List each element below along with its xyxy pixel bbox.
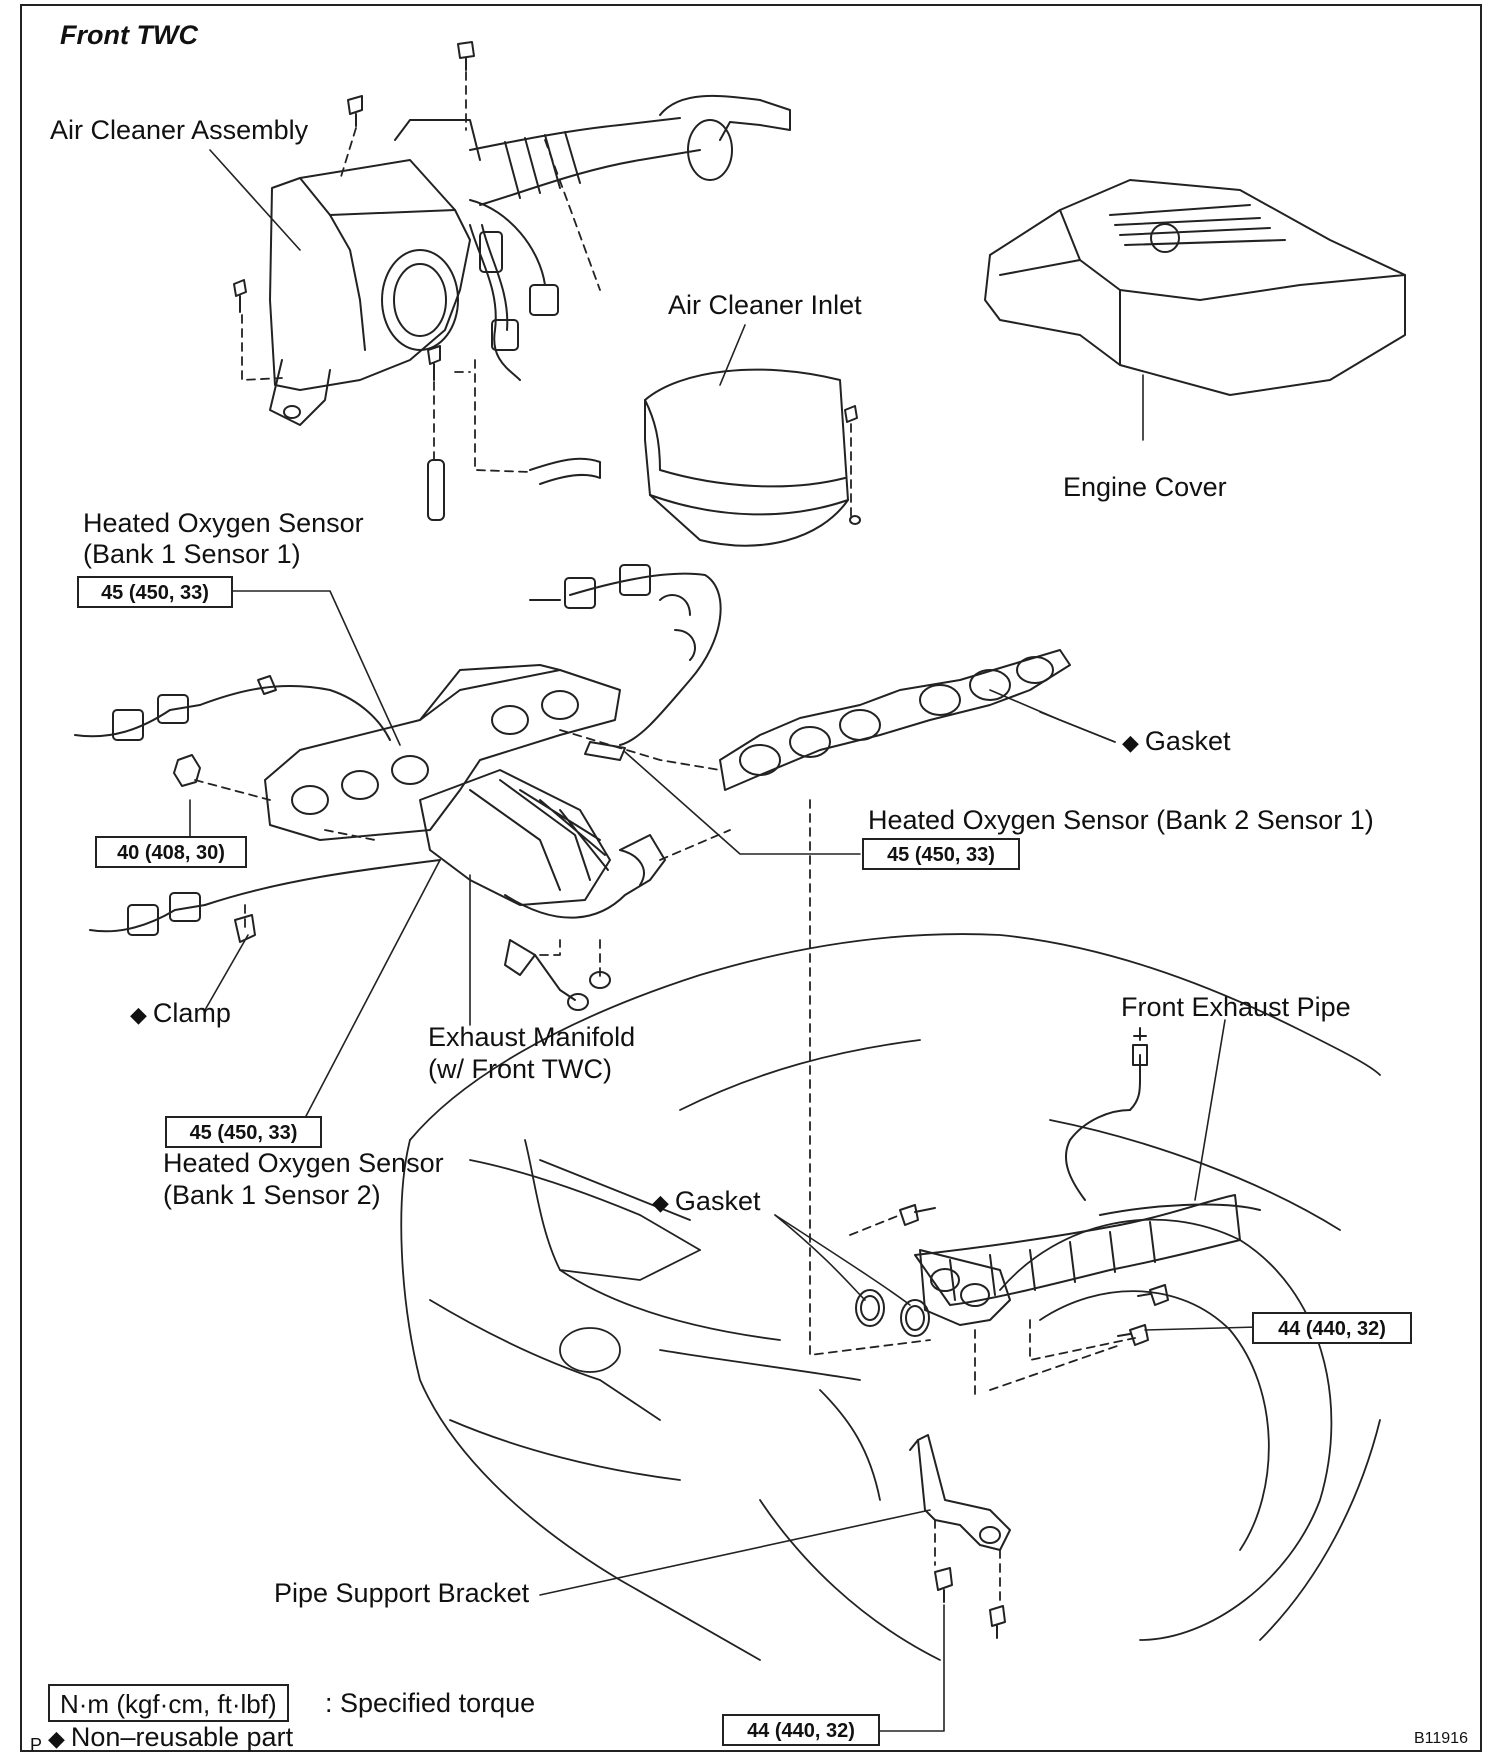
label-gasket-upper: ◆Gasket — [1122, 726, 1230, 758]
label-air-cleaner-inlet: Air Cleaner Inlet — [668, 290, 862, 320]
pipe-bolts-drawing — [899, 1204, 1169, 1346]
bank1-sensor1-wire — [74, 675, 391, 741]
label-front-exhaust-pipe: Front Exhaust Pipe — [1121, 992, 1351, 1022]
label-ho2s-b2s1: Heated Oxygen Sensor (Bank 2 Sensor 1) — [868, 805, 1374, 835]
bank2-sensor1-wire — [529, 564, 722, 761]
pipe-gasket-drawing — [855, 1289, 930, 1337]
label-engine-cover: Engine Cover — [1063, 472, 1227, 502]
manifold-leader-dashes — [194, 729, 731, 981]
legend-nonreusable-text: Non–reusable part — [70, 1722, 294, 1752]
inlet-hose-small — [529, 457, 601, 485]
manifold-nut-drawing — [173, 754, 201, 787]
legend-torque-units: N·m (kgf·cm, ft·lbf) — [48, 1684, 289, 1722]
front-exhaust-pipe-drawing — [914, 1027, 1261, 1326]
figure-code: B11916 — [1414, 1730, 1468, 1747]
label-exhaust-manifold-line2: (w/ Front TWC) — [428, 1054, 612, 1084]
label-ho2s-b1s1-line2: (Bank 1 Sensor 1) — [83, 539, 301, 569]
label-exhaust-manifold-line1: Exhaust Manifold — [428, 1022, 636, 1052]
label-pipe-support-bracket: Pipe Support Bracket — [274, 1578, 530, 1608]
label-air-cleaner-assembly: Air Cleaner Assembly — [50, 115, 309, 145]
diamond-icon: ◆ — [48, 1726, 65, 1751]
air-cleaner-leader-dashes — [241, 71, 601, 473]
label-gasket-lower-text: Gasket — [674, 1186, 761, 1216]
torque-b2s1: 45 (450, 33) — [862, 838, 1020, 870]
torque-pipe-bolt: 44 (440, 32) — [1252, 1312, 1412, 1344]
label-leader-lines — [189, 149, 1259, 1732]
manifold-gasket-drawing — [719, 649, 1071, 791]
corner-mark: P — [30, 1735, 43, 1755]
air-cleaner-assembly-drawing — [233, 41, 791, 521]
bank1-sensor2-wire — [89, 859, 441, 943]
label-gasket-lower: ◆Gasket — [652, 1186, 760, 1218]
legend-nonreusable: ◆Non–reusable part — [48, 1722, 293, 1754]
torque-b1s2: 45 (450, 33) — [165, 1116, 322, 1148]
torque-b1s1: 45 (450, 33) — [77, 576, 233, 608]
exhaust-manifold-drawing — [264, 664, 666, 1011]
bracket-leader-dashes — [934, 1519, 1001, 1606]
label-ho2s-b1s1-line1: Heated Oxygen Sensor — [83, 508, 364, 538]
label-clamp-text: Clamp — [152, 998, 231, 1028]
diagram-frame — [20, 4, 1482, 1752]
label-clamp: ◆Clamp — [130, 998, 231, 1030]
torque-bracket-bolt: 44 (440, 32) — [722, 1714, 880, 1746]
vehicle-body-outline — [400, 933, 1381, 1661]
pipe-support-bracket-drawing — [909, 1434, 1011, 1639]
engine-cover-drawing — [984, 179, 1406, 396]
legend-torque-desc: : Specified torque — [325, 1688, 536, 1718]
diagram-title: Front TWC — [60, 20, 198, 50]
label-ho2s-b1s2-line2: (Bank 1 Sensor 2) — [163, 1180, 381, 1210]
air-cleaner-inlet-drawing — [644, 368, 861, 547]
diamond-icon: ◆ — [652, 1190, 669, 1215]
torque-manifold-nut: 40 (408, 30) — [95, 836, 247, 868]
label-ho2s-b1s2-line1: Heated Oxygen Sensor — [163, 1148, 444, 1178]
label-gasket-upper-text: Gasket — [1144, 726, 1231, 756]
diamond-icon: ◆ — [1122, 730, 1139, 755]
diamond-icon: ◆ — [130, 1002, 147, 1027]
pipe-leader-dashes — [809, 799, 1136, 1401]
